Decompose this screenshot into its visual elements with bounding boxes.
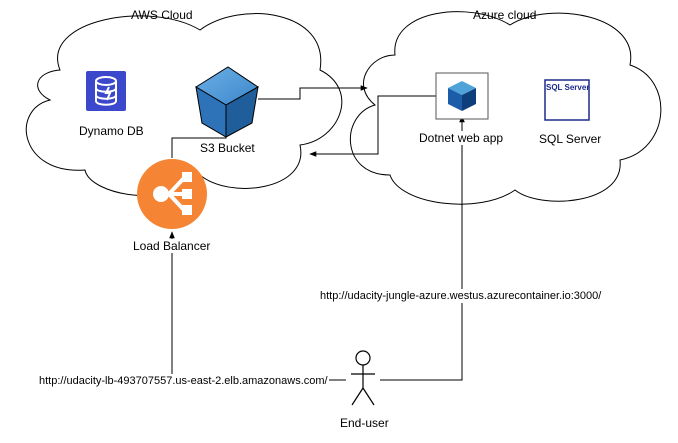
- connector-s3-to-azure: [258, 85, 368, 100]
- sql-server-label: SQL Server: [539, 132, 602, 146]
- s3-bucket-icon: [195, 66, 259, 138]
- connector-user-to-lb: [169, 231, 346, 381]
- dynamodb-icon: [86, 71, 126, 111]
- load-balancer-icon: [137, 159, 207, 229]
- aws-cloud-label: AWS Cloud: [131, 8, 193, 22]
- sql-server-icon: [544, 79, 590, 121]
- connector-user-to-dotnet: [380, 115, 465, 381]
- lb-url-label: http://udacity-lb-493707557.us-east-2.el…: [38, 374, 329, 388]
- end-user-label: End-user: [340, 416, 389, 430]
- azure-cloud-shape: [349, 11, 662, 205]
- dotnet-label: Dotnet web app: [418, 131, 505, 145]
- azure-cloud-label: Azure cloud: [473, 8, 537, 22]
- azure-url-label: http://udacity-jungle-azure.westus.azure…: [319, 289, 603, 303]
- s3-bucket-label: S3 Bucket: [199, 141, 256, 155]
- load-balancer-label: Load Balancer: [132, 239, 212, 253]
- dynamodb-label: Dynamo DB: [79, 124, 144, 138]
- sql-server-icon-text: SQL Server: [546, 83, 590, 92]
- container-icon: [435, 72, 489, 120]
- aws-cloud-shape: [26, 13, 343, 196]
- connector-dotnet-to-s3: [309, 95, 436, 157]
- user-icon: [351, 350, 375, 406]
